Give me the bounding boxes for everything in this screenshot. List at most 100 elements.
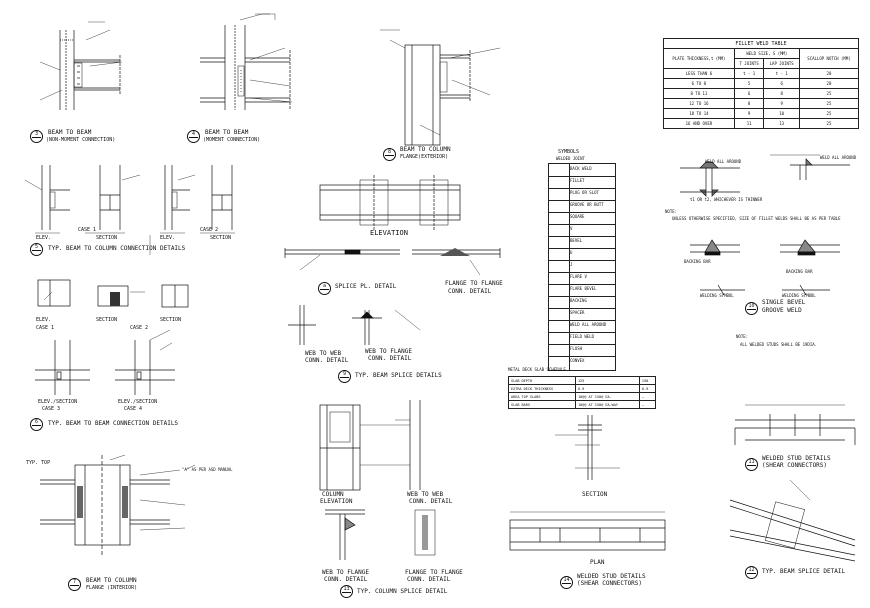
web-flange-title: WEB TO FLANGE xyxy=(365,348,412,355)
detail-3-bubble[interactable]: 3 xyxy=(30,130,43,143)
detail-number: 4 xyxy=(191,131,195,137)
detail-6-title: TYP. BEAM TO BEAM CONNECTION DETAILS xyxy=(48,420,179,427)
flange-flange-13-sub: CONN. DETAIL xyxy=(407,576,451,583)
flange-flange-sub: CONN. DETAIL xyxy=(448,288,492,295)
fillet-cell: 25 xyxy=(798,108,860,119)
detail-4-bubble[interactable]: 4 xyxy=(187,130,200,143)
detail-number: 13 xyxy=(343,586,350,592)
fillet-cell: 5 xyxy=(733,78,765,89)
fillet-cell: 20 xyxy=(798,78,860,89)
deck-cell: 0.9 xyxy=(574,384,640,393)
symbol-label: BEVEL xyxy=(570,238,583,243)
detail-11-subtitle: (SHEAR CONNECTORS) xyxy=(762,462,828,469)
detail-12-drawing xyxy=(729,479,856,562)
detail-10-bubble[interactable]: 10 xyxy=(745,302,758,315)
web-web-13: WEB TO WEB xyxy=(407,491,444,498)
detail-13-drawing xyxy=(319,400,436,560)
section-14-label: SECTION xyxy=(582,491,608,498)
note-text-2: ALL WELDED STUDS SHALL BE 19DIA. xyxy=(740,342,818,347)
web-web-title: WEB TO WEB xyxy=(305,350,342,357)
detail-13-title: TYP. COLUMN SPLICE DETAIL xyxy=(357,588,448,595)
deck-cell: SLAB BARS xyxy=(508,400,576,409)
detail-6-case2: CASE 2 xyxy=(130,325,149,331)
symbol-label: FILLET xyxy=(570,178,585,183)
column-elevation-label: ELEVATION xyxy=(320,498,353,505)
detail-6-case3: CASE 3 xyxy=(42,406,61,412)
detail-number: 5 xyxy=(34,244,38,250)
detail-6-bubble[interactable]: 6 xyxy=(30,418,43,431)
thinner-note: t1 OR t2, WHICHEVER IS THINNER xyxy=(690,197,763,202)
fillet-cell: 11 xyxy=(733,118,765,129)
fillet-cell: 8 xyxy=(733,98,765,109)
detail-number: 8 xyxy=(387,149,391,155)
deck-cell: AREA TOP SLABS xyxy=(508,392,576,401)
fillet-cell: 12 TO 16 xyxy=(663,98,735,109)
backing-bar-2: BACKING BAR xyxy=(786,269,813,274)
fillet-cell: 9 xyxy=(763,98,800,109)
deck-cell: — xyxy=(638,400,657,409)
symbol-label: PLUG OR SLOT xyxy=(570,190,599,195)
symbol-label: BACKING xyxy=(570,298,587,303)
flange-flange-13: FLANGE TO FLANGE xyxy=(405,569,463,576)
detail-4-subtitle: (MOMENT CONNECTION) xyxy=(203,137,261,143)
detail-14-title: WELDED STUD DETAILS xyxy=(577,573,646,580)
fillet-cell: 16 AND OVER xyxy=(663,118,735,129)
detail-8-bubble[interactable]: 8 xyxy=(383,148,396,161)
plan-14-label: PLAN xyxy=(590,559,605,566)
detail-14-bubble[interactable]: 14 xyxy=(560,576,573,589)
symbol-label: FIELD WELD xyxy=(570,334,595,339)
web-flange-13-sub: CONN. DETAIL xyxy=(324,576,368,583)
weld-all-around-2: WELD ALL AROUND xyxy=(820,155,857,160)
detail-4-title: BEAM TO BEAM xyxy=(205,129,249,136)
welding-symbol-2: WELDING SYMBOL xyxy=(782,293,816,298)
note-text-1: UNLESS OTHERWISE SPECIFIED, SIZE OF FILL… xyxy=(672,216,841,221)
detail-10-subtitle: GROOVE WELD xyxy=(762,307,802,314)
fillet-cell: t - 1 xyxy=(733,68,765,79)
detail-14-drawing xyxy=(509,415,666,551)
web-flange-13: WEB TO FLANGE xyxy=(322,569,369,576)
detail-3-title: BEAM TO BEAM xyxy=(48,129,92,136)
symbol-label: FLUSH xyxy=(570,346,583,351)
symbols-title: SYMBOLS xyxy=(558,149,580,155)
symbols-subtitle: WELDED JOINT xyxy=(556,156,585,161)
fillet-cell: t - 1 xyxy=(763,68,800,79)
detail-number: 3 xyxy=(34,131,38,137)
symbol-label: WELD ALL AROUND xyxy=(570,322,607,327)
detail-5-bubble[interactable]: 5 xyxy=(30,243,43,256)
detail-11-bubble[interactable]: 11 xyxy=(745,458,758,471)
fillet-title: FILLET WELD TABLE xyxy=(663,38,859,49)
detail-12-bubble[interactable]: 12 xyxy=(745,566,758,579)
detail-5-title: TYP. BEAM TO COLUMN CONNECTION DETAILS xyxy=(48,245,186,252)
symbol-label: SPACER xyxy=(570,310,585,315)
detail-13-bubble[interactable]: 13 xyxy=(340,585,353,598)
detail-4-drawing xyxy=(200,13,293,110)
fillet-cell: 6 xyxy=(763,78,800,89)
detail-9-bubble[interactable]: 9 xyxy=(338,370,351,383)
note-label-2: NOTE: xyxy=(736,334,749,339)
detail-number: 9 xyxy=(342,371,346,377)
detail-number: a xyxy=(322,283,326,289)
splice-bubble[interactable]: a xyxy=(318,282,331,295)
detail-8-title: BEAM TO COLUMN xyxy=(400,146,451,153)
detail-5-case2: CASE 2 xyxy=(200,227,219,233)
detail-12-title: TYP. BEAM SPLICE DETAIL xyxy=(762,568,846,575)
backing-bar-1: BACKING BAR xyxy=(684,259,711,264)
detail-number: 7 xyxy=(72,579,76,585)
detail-7-bubble[interactable]: 7 xyxy=(68,578,81,591)
detail-3-drawing xyxy=(39,29,123,110)
deck-cell: 150 xyxy=(638,376,657,385)
fillet-col2: WELD SIZE, S (MM) xyxy=(733,48,800,59)
detail-9-drawing xyxy=(284,175,501,345)
detail-6-elev-section: ELEV./SECTION xyxy=(38,399,78,405)
symbol-label: V xyxy=(570,226,573,231)
fillet-cell: 18 TO 14 xyxy=(663,108,735,119)
detail-7-asd: "A" AS PER ASD MANUAL xyxy=(182,467,233,472)
detail-6-case1: CASE 1 xyxy=(36,325,55,331)
fillet-cell: 13 xyxy=(763,118,800,129)
